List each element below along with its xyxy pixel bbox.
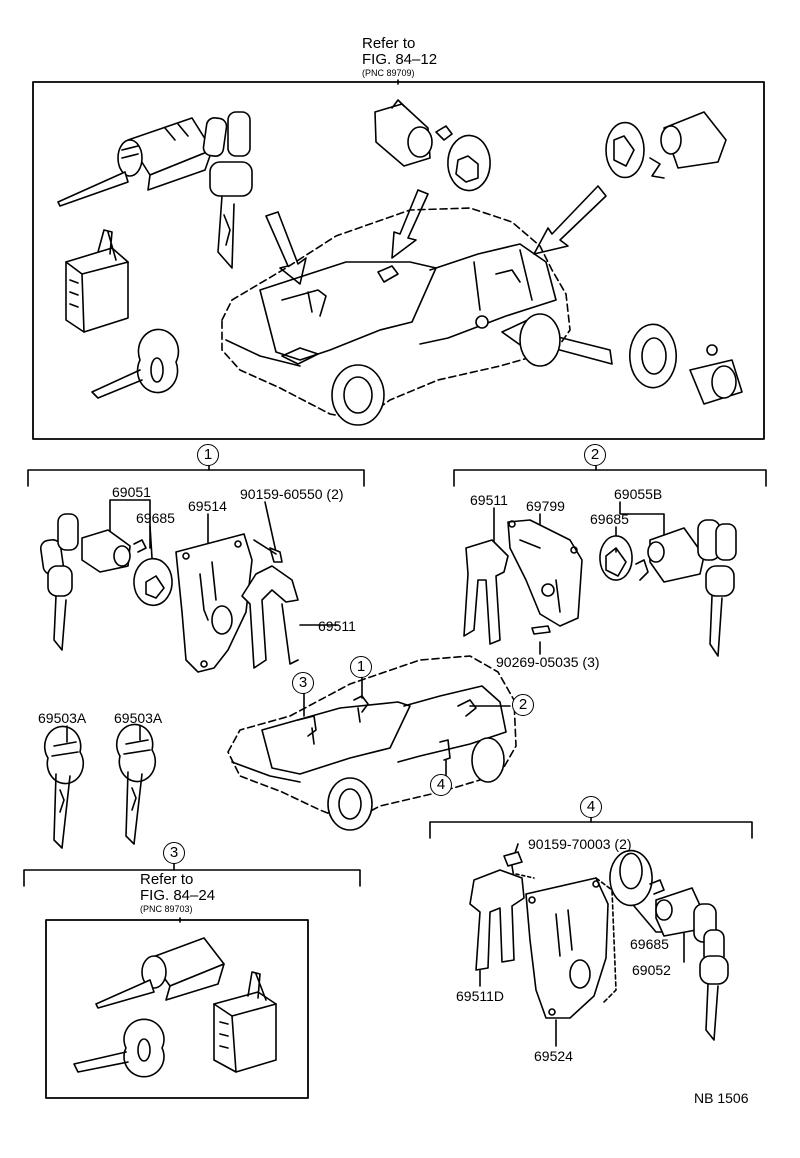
g1-keys <box>39 513 79 651</box>
g2-screw <box>531 625 551 635</box>
callout-2-center: 2 <box>512 694 534 716</box>
g4-cylinder <box>649 879 705 937</box>
g2-cylinder <box>635 527 705 583</box>
part-90159-60550: 90159-60550 (2) <box>240 486 344 502</box>
part-69055b: 69055B <box>614 486 663 502</box>
g1-rod-bracket <box>241 565 299 669</box>
g2-69055b-leader <box>619 501 665 541</box>
callout-1-center: 1 <box>350 656 372 678</box>
ref-bottom-pnc: (PNC 89703) <box>140 904 193 914</box>
g2-rod-bracket <box>463 539 509 645</box>
key-69503a-1 <box>43 725 85 849</box>
part-69511d: 69511D <box>456 988 505 1004</box>
back-door-lock-top <box>629 323 743 405</box>
car-outline-center <box>227 655 517 831</box>
ref-top-line2: FIG. 84–12 <box>362 51 438 68</box>
g4-plate <box>525 877 617 1019</box>
part-69514: 69514 <box>188 498 227 514</box>
door-lock-top-center <box>374 99 491 192</box>
g1-ring <box>133 557 173 607</box>
ref-top-pnc: (PNC 89709) <box>362 68 415 78</box>
group3-bracket <box>23 869 361 887</box>
part-69685-g1: 69685 <box>136 510 175 526</box>
spare-key-top <box>91 328 180 399</box>
part-69799: 69799 <box>526 498 565 514</box>
ecu-module-top <box>65 229 129 333</box>
callout-3-group: 3 <box>163 842 185 864</box>
car-outline-top <box>221 207 571 426</box>
key-69503a-2 <box>115 723 157 845</box>
part-69052: 69052 <box>632 962 671 978</box>
ignition-cylinder-top <box>57 117 213 207</box>
spare-key-bottom <box>73 1018 165 1078</box>
pointer-arrows-top <box>265 185 613 365</box>
g1-bolt-leader <box>264 501 277 553</box>
g4-bolt <box>503 851 523 879</box>
group3-frame <box>45 919 309 1099</box>
g4-ring <box>609 849 653 907</box>
part-90159-70003: 90159-70003 (2) <box>528 836 632 852</box>
g1-bolt <box>253 539 283 563</box>
part-69503a-2: 69503A <box>114 710 163 726</box>
ref-top-line1: Refer to <box>362 35 416 52</box>
diagram-code: NB 1506 <box>694 1090 749 1106</box>
callout-1-group: 1 <box>197 444 219 466</box>
g1-cylinder <box>81 529 147 573</box>
ignition-key-top <box>202 111 253 269</box>
ecu-module-bottom <box>213 971 277 1073</box>
ref-bottom-line2: FIG. 84–24 <box>140 887 216 904</box>
g4-rod-bracket <box>469 869 535 971</box>
ref-bottom-line1: Refer to <box>140 871 194 888</box>
group2-bracket <box>453 469 767 487</box>
g4-keys <box>693 903 729 1041</box>
part-69511-g1: 69511 <box>318 618 356 634</box>
part-69685-g2: 69685 <box>590 511 629 527</box>
door-lock-top-right <box>605 111 727 179</box>
g2-keys <box>697 519 737 657</box>
callout-4-group: 4 <box>580 796 602 818</box>
callout-4-center: 4 <box>430 774 452 796</box>
g2-ring <box>599 535 633 581</box>
callout-3-center: 3 <box>292 672 314 694</box>
part-69511-g2: 69511 <box>470 492 508 508</box>
group1-bracket <box>27 469 365 487</box>
ignition-cylinder-bottom <box>95 937 225 1009</box>
g2-plate <box>507 519 583 627</box>
callout-2-group: 2 <box>584 444 606 466</box>
g1-69685-leader <box>149 525 153 559</box>
part-69051: 69051 <box>112 484 151 500</box>
part-69503a-1: 69503A <box>38 710 87 726</box>
g1-plate <box>175 533 253 673</box>
part-69524: 69524 <box>534 1048 573 1064</box>
part-90269-05035: 90269-05035 (3) <box>496 654 600 670</box>
part-69685-g4: 69685 <box>630 936 669 952</box>
